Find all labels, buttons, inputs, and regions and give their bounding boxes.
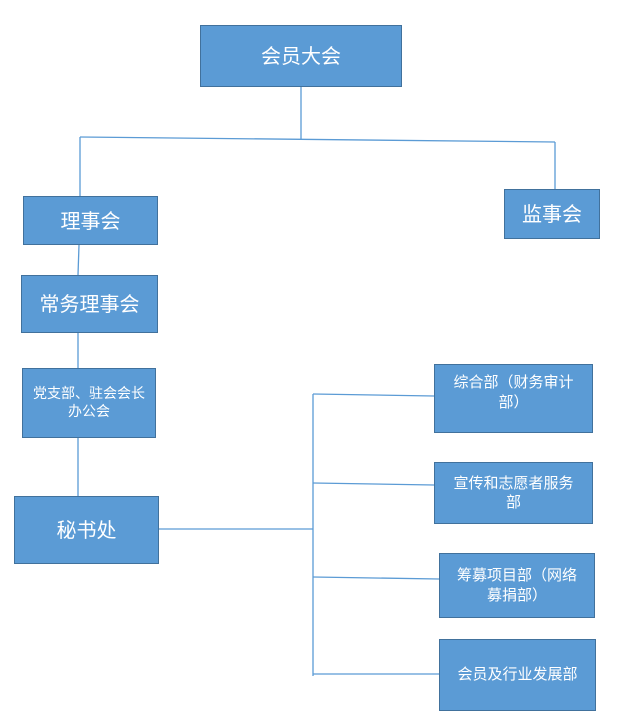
node-council: 理事会	[23, 196, 158, 245]
node-general-assembly-label: 会员大会	[261, 44, 341, 68]
node-secretariat: 秘书处	[14, 496, 159, 564]
node-publicity-volunteer-dept-label: 宣传和志愿者服务部	[453, 473, 574, 512]
node-publicity-volunteer-dept: 宣传和志愿者服务部	[434, 462, 593, 524]
node-general-affairs-dept-label: 综合部（财务审计部）	[453, 373, 574, 411]
connector-top-horizontal	[79, 136, 556, 143]
connector-council-standing	[77, 244, 80, 276]
connector-to-fundraising	[312, 576, 440, 580]
node-supervisory-board-label: 监事会	[522, 202, 582, 226]
node-standing-council: 常务理事会	[21, 275, 158, 333]
node-member-industry-dept: 会员及行业发展部	[439, 639, 596, 711]
node-fundraising-dept: 筹募项目部（网络募捐部）	[439, 553, 595, 618]
node-party-branch-office: 党支部、驻会会长办公会	[22, 368, 156, 438]
node-party-branch-office-label: 党支部、驻会会长办公会	[33, 385, 145, 420]
node-general-assembly: 会员大会	[200, 25, 402, 87]
node-general-affairs-dept: 综合部（财务审计部）	[434, 364, 593, 433]
connector-to-publicity	[312, 482, 435, 486]
node-council-label: 理事会	[60, 208, 121, 233]
connector-to-general-affairs	[312, 393, 435, 397]
node-supervisory-board: 监事会	[504, 189, 600, 239]
node-secretariat-label: 秘书处	[56, 518, 117, 542]
node-member-industry-dept-label: 会员及行业发展部	[457, 665, 578, 684]
node-fundraising-dept-label: 筹募项目部（网络募捐部）	[456, 566, 577, 604]
node-standing-council-label: 常务理事会	[39, 292, 140, 316]
